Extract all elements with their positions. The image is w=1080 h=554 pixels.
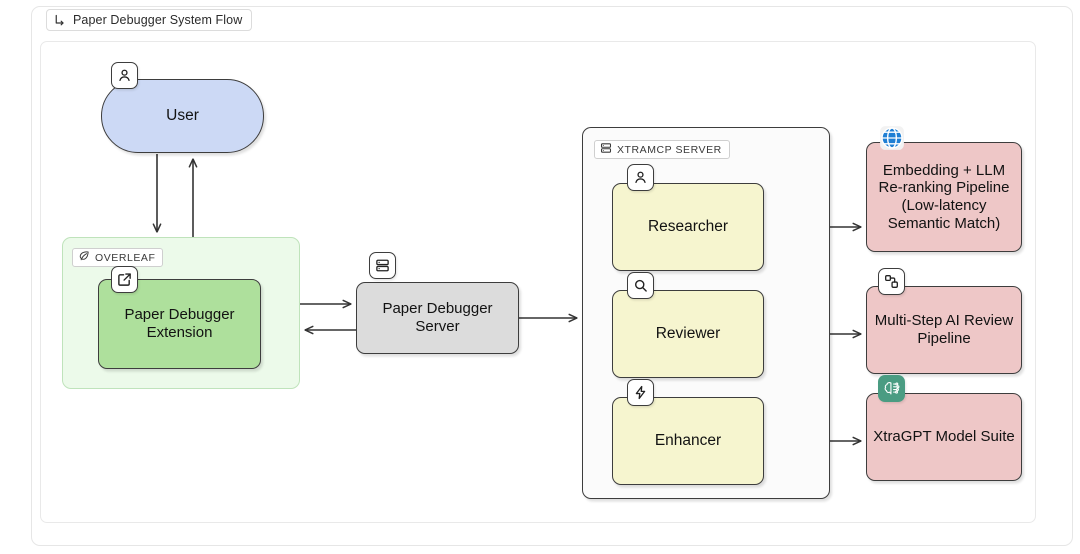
node-reviewer[interactable]: Reviewer (612, 290, 764, 378)
node-reviewer-label: Reviewer (655, 324, 721, 342)
node-paper-debugger-server-label: Paper Debugger Server (382, 300, 493, 335)
flow-corner-icon (54, 14, 66, 26)
node-researcher-label: Researcher (647, 217, 729, 235)
node-user-label: User (166, 106, 199, 124)
node-embedding-pipeline[interactable]: Embedding + LLM Re-ranking Pipeline (Low… (866, 142, 1022, 252)
node-user[interactable]: User (101, 79, 264, 153)
node-paper-debugger-server[interactable]: Paper Debugger Server (356, 282, 519, 354)
group-xtramcp-server-label: XTRAMCP SERVER (617, 143, 722, 156)
node-xtragpt-model-suite[interactable]: XtraGPT Model Suite (866, 393, 1022, 481)
diagram-tab-label: Paper Debugger System Flow (73, 13, 243, 27)
leaf-icon (78, 249, 90, 267)
server-icon (600, 141, 612, 159)
group-overleaf-chip: OVERLEAF (72, 248, 164, 267)
diagram-canvas[interactable]: OVERLEAF Paper Debugger Extension User P… (40, 41, 1036, 523)
group-xtramcp-server-chip: XTRAMCP SERVER (594, 140, 730, 159)
person-icon (627, 164, 654, 191)
nodes-graph-icon (878, 268, 905, 295)
node-paper-debugger-extension-label: Paper Debugger Extension (124, 306, 235, 341)
magnifier-icon (627, 272, 654, 299)
person-icon (111, 62, 138, 89)
globe-icon (878, 124, 905, 151)
node-review-pipeline[interactable]: Multi-Step AI Review Pipeline (866, 286, 1022, 374)
brain-circuit-icon (878, 375, 905, 402)
server-icon (369, 252, 396, 279)
node-enhancer[interactable]: Enhancer (612, 397, 764, 485)
lightning-bolt-icon (627, 379, 654, 406)
node-embedding-pipeline-label: Embedding + LLM Re-ranking Pipeline (Low… (878, 161, 1010, 232)
diagram-tab[interactable]: Paper Debugger System Flow (46, 9, 253, 31)
node-researcher[interactable]: Researcher (612, 183, 764, 271)
external-link-icon (111, 266, 138, 293)
node-xtragpt-model-suite-label: XtraGPT Model Suite (873, 428, 1015, 446)
group-overleaf-label: OVERLEAF (95, 251, 156, 264)
node-enhancer-label: Enhancer (654, 431, 722, 449)
node-review-pipeline-label: Multi-Step AI Review Pipeline (874, 312, 1014, 347)
node-paper-debugger-extension[interactable]: Paper Debugger Extension (98, 279, 261, 369)
